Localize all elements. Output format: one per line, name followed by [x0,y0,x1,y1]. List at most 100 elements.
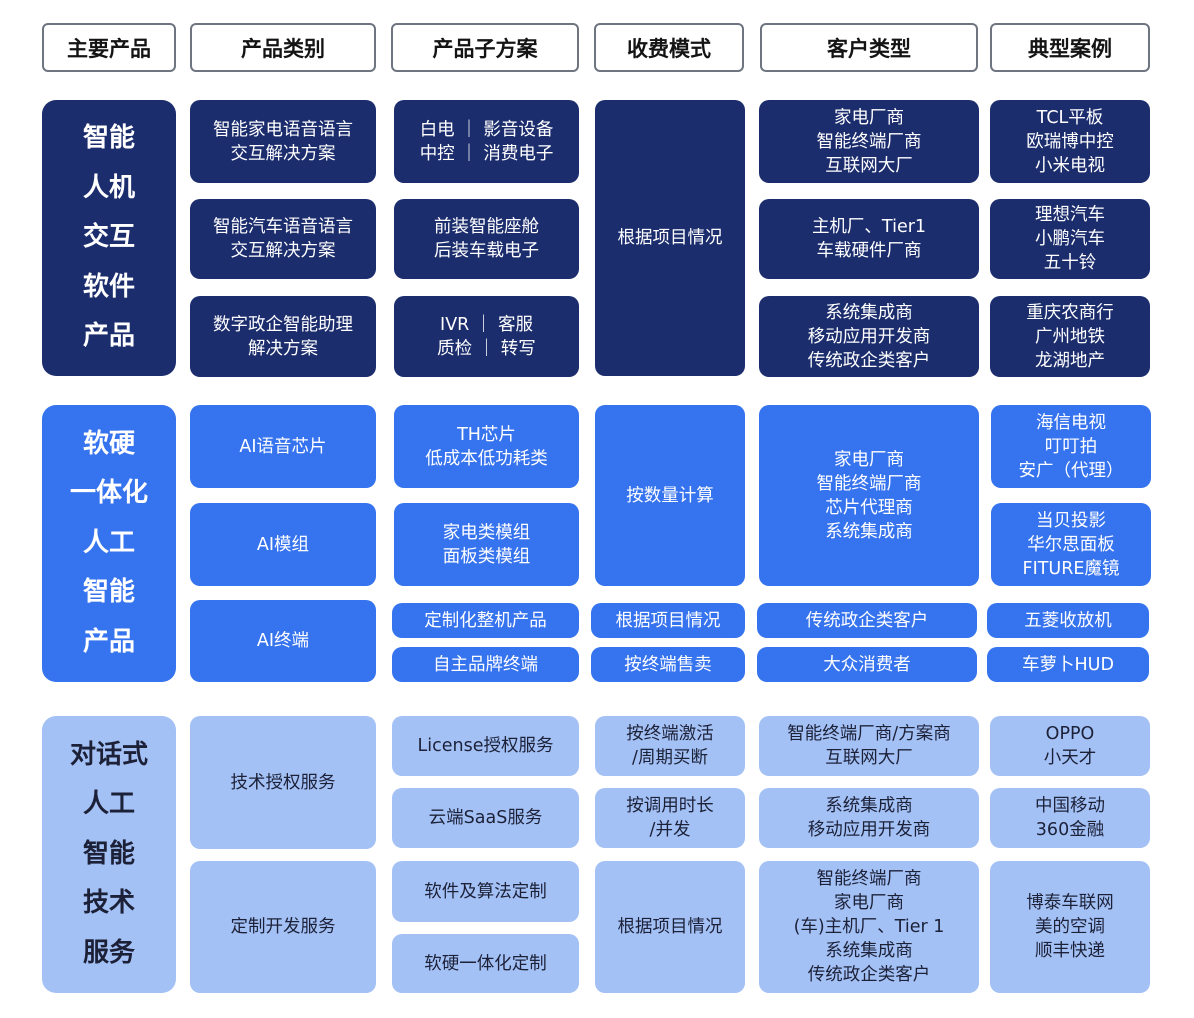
fee-mode-cell-line: 根据项目情况 [617,917,723,937]
category-cell-line: 定制开发服务 [230,917,336,937]
customer-type-cell-line: 智能终端厂商 [816,869,922,889]
fee-mode-cell-line: /周期买断 [632,748,708,768]
customer-type-cell-line: 移动应用开发商 [807,820,931,840]
sub-solution-cell: TH芯片低成本低功耗类 [394,405,579,488]
sub-solution-cell-line: 质检 ｜ 转写 [437,338,536,359]
case-cell-line: TCL平板 [1036,107,1104,128]
customer-type-cell-line: 传统政企类客户 [805,610,929,631]
fee-mode-cell-line: 根据项目情况 [617,228,723,248]
fee-mode-cell: 按数量计算 [595,405,745,586]
case-cell: 重庆农商行广州地铁龙湖地产 [990,296,1150,377]
category-cell: AI模组 [190,503,376,586]
category-cell-line: AI语音芯片 [239,436,327,457]
customer-type-cell: 系统集成商移动应用开发商 [759,788,979,848]
category-cell: AI终端 [190,600,376,682]
product-conversational-ai-service-line: 对话式 [69,739,148,770]
sub-solution-cell: IVR ｜ 客服质检 ｜ 转写 [394,296,579,377]
case-cell: 五菱收放机 [987,603,1149,638]
sub-solution-cell-line: 中控 ｜ 消费电子 [419,143,554,164]
sub-solution-cell: 云端SaaS服务 [392,788,579,848]
category-cell-line: AI模组 [256,534,310,555]
case-cell-line: 海信电视 [1036,412,1106,433]
case-cell-line: 华尔思面板 [1027,534,1115,555]
sub-solution-cell-line: 云端SaaS服务 [428,808,543,828]
fee-mode-cell-line: 根据项目情况 [615,610,721,631]
fee-mode-cell-line: /并发 [649,820,691,840]
customer-type-cell-line: 智能终端厂商/方案商 [787,724,951,744]
customer-type-cell: 智能终端厂商/方案商互联网大厂 [759,716,979,776]
sub-solution-cell: 自主品牌终端 [392,647,579,682]
fee-mode-cell-line: 按数量计算 [626,485,714,506]
case-cell-line: 叮叮拍 [1044,436,1098,457]
product-interaction-software-line: 人机 [82,172,135,203]
fee-mode-cell: 根据项目情况 [591,603,745,638]
category-cell: 定制开发服务 [190,861,376,993]
fee-mode-cell-line: 按终端售卖 [624,654,712,675]
sub-solution-cell: 白电 ｜ 影音设备中控 ｜ 消费电子 [394,100,579,183]
sub-solution-cell-line: IVR ｜ 客服 [440,314,533,335]
sub-solution-cell: License授权服务 [392,716,579,776]
header-typical-case: 典型案例 [990,23,1150,72]
customer-type-cell: 家电厂商智能终端厂商互联网大厂 [759,100,979,183]
product-interaction-software-line: 交互 [82,222,135,253]
product-conversational-ai-service-line: 人工 [82,789,135,820]
category-cell: 数字政企智能助理解决方案 [190,296,376,377]
customer-type-cell-line: 大众消费者 [823,654,911,675]
category-cell-line: 交互解决方案 [230,241,336,261]
customer-type-cell-line: 系统集成商 [825,302,913,323]
sub-solution-cell: 软硬一体化定制 [392,934,579,993]
case-cell-line: 当贝投影 [1036,510,1106,531]
customer-type-cell-line: 传统政企类客户 [807,350,931,371]
fee-mode-cell: 根据项目情况 [595,861,745,993]
category-cell-line: 智能家电语音语言 [213,119,353,140]
fee-mode-cell-line: 按调用时长 [626,796,714,816]
product-hardware-ai-line: 软硬 [82,428,135,459]
fee-mode-cell: 根据项目情况 [595,100,745,376]
product-interaction-software-line: 产品 [82,321,135,352]
category-cell: 智能汽车语音语言交互解决方案 [190,199,376,279]
case-cell: 车萝卜HUD [987,647,1149,682]
customer-type-cell-line: 家电厂商 [834,449,904,470]
header-sub-solution: 产品子方案 [391,23,579,72]
category-cell-line: 数字政企智能助理 [213,314,353,335]
case-cell: TCL平板欧瑞博中控小米电视 [990,100,1150,183]
category-cell: AI语音芯片 [190,405,376,488]
case-cell: 海信电视叮叮拍安广（代理） [991,405,1151,488]
category-cell-line: 智能汽车语音语言 [213,217,353,237]
customer-type-cell-line: 智能终端厂商 [816,473,922,494]
sub-solution-cell-line: 定制化整机产品 [424,610,547,631]
customer-type-cell-line: 家电厂商 [834,107,904,128]
header-main-product: 主要产品 [42,23,176,72]
product-interaction-software-line: 软件 [82,271,135,302]
customer-type-cell-line: 系统集成商 [825,521,913,542]
sub-solution-cell-line: 家电类模组 [442,522,531,543]
case-cell-line: 博泰车联网 [1026,893,1114,913]
customer-type-cell: 大众消费者 [757,647,977,682]
customer-type-cell: 家电厂商智能终端厂商芯片代理商系统集成商 [759,405,979,586]
product-hardware-ai-line: 人工 [82,527,135,558]
fee-mode-cell: 按终端售卖 [591,647,745,682]
case-cell-line: 欧瑞博中控 [1026,131,1114,152]
sub-solution-cell: 软件及算法定制 [392,861,579,922]
customer-type-cell-line: 传统政企类客户 [807,965,931,985]
case-cell: 博泰车联网美的空调顺丰快递 [990,861,1150,993]
customer-type-cell-line: 家电厂商 [834,893,904,913]
case-cell-line: OPPO [1045,724,1095,744]
customer-type-cell: 系统集成商移动应用开发商传统政企类客户 [759,296,979,377]
customer-type-cell-line: 互联网大厂 [825,748,913,768]
case-cell-line: 美的空调 [1035,917,1105,937]
customer-type-cell-line: 系统集成商 [825,796,913,816]
customer-type-cell-line: 芯片代理商 [825,497,913,518]
customer-type-cell-line: 移动应用开发商 [807,326,931,347]
sub-solution-cell-line: License授权服务 [417,736,554,756]
customer-type-cell-line: 智能终端厂商 [816,131,922,152]
case-cell-line: 广州地铁 [1035,326,1105,347]
sub-solution-cell: 定制化整机产品 [392,603,579,638]
category-cell: 智能家电语音语言交互解决方案 [190,100,376,183]
case-cell-line: 小米电视 [1035,155,1105,176]
case-cell-line: 重庆农商行 [1026,302,1114,323]
sub-solution-cell-line: 面板类模组 [442,546,531,567]
